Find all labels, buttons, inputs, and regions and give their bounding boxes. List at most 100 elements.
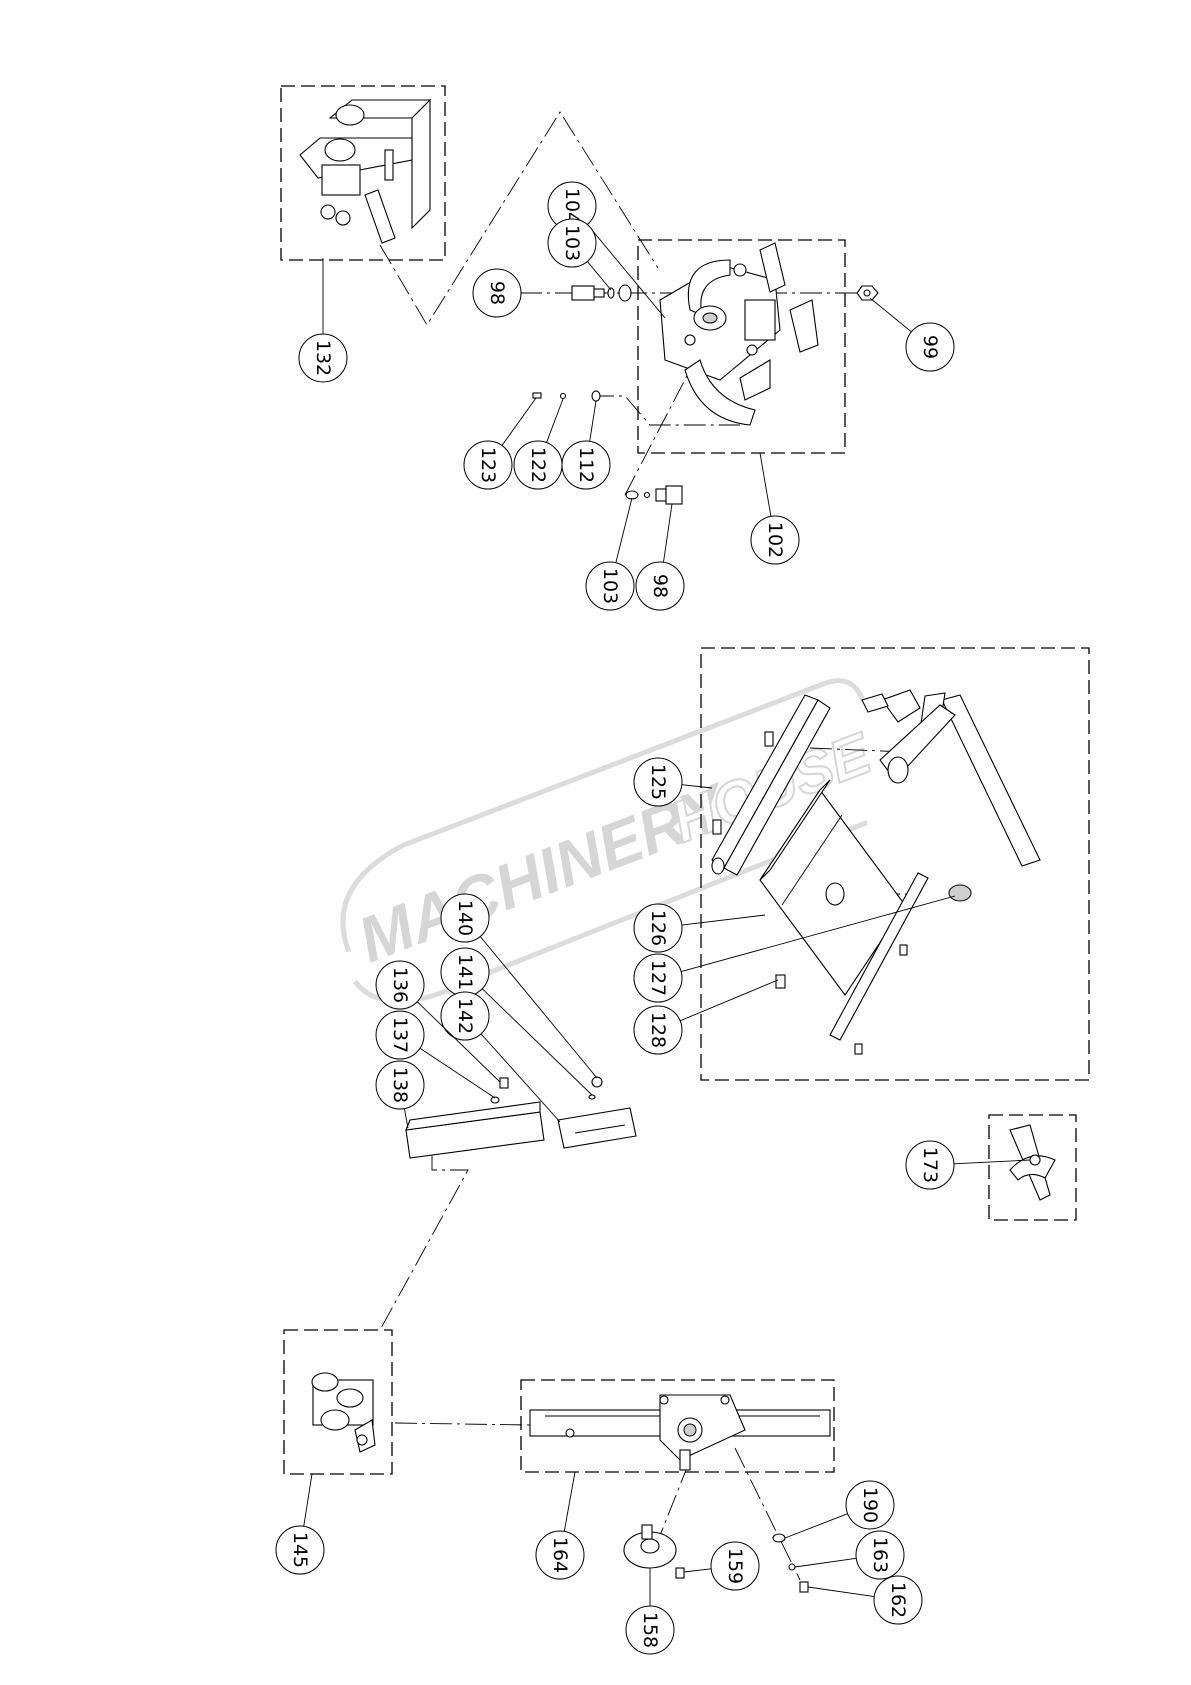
callout-number: 190 — [859, 1487, 881, 1523]
part-104-washer-top — [619, 285, 631, 301]
callout-number: 122 — [527, 447, 549, 483]
callout-163: 163 — [795, 1531, 904, 1579]
callout-99: 99 — [870, 298, 954, 371]
callout-173: 173 — [906, 1141, 1030, 1189]
part-138-channel — [406, 1102, 544, 1158]
callout-number: 163 — [869, 1537, 891, 1573]
callout-162: 162 — [808, 1576, 922, 1624]
part-136-screw — [500, 1078, 508, 1088]
leader-line — [682, 915, 765, 925]
callout-number: 136 — [389, 967, 411, 1003]
callout-103b: 103 — [586, 498, 634, 610]
leader-line — [663, 504, 672, 562]
leader-line — [564, 1472, 575, 1531]
part-190-washer — [773, 1534, 785, 1542]
leader-line — [760, 453, 771, 516]
leader-line — [795, 1558, 856, 1567]
part-103-washer-bottom — [626, 491, 638, 499]
leader-line — [616, 498, 632, 563]
part-102-pivot-assembly — [660, 243, 818, 425]
callout-number: 137 — [389, 1017, 411, 1053]
part-159-screw — [676, 1568, 684, 1578]
callout-138: 138 — [376, 1061, 424, 1128]
axis-138-145 — [380, 1153, 468, 1330]
leader-line — [587, 224, 665, 318]
callout-98a: 98 — [473, 269, 521, 317]
callout-number: 98 — [649, 574, 671, 598]
leader-line — [590, 401, 596, 441]
part-99-nut — [857, 286, 878, 300]
part-bolt-upper — [765, 732, 773, 746]
part-163-washer — [789, 1564, 795, 1570]
part-127-disc — [949, 885, 971, 901]
leader-line — [870, 298, 911, 332]
leader-line — [420, 1048, 495, 1098]
leader-line — [480, 937, 597, 1078]
callout-145: 145 — [276, 1474, 324, 1574]
part-extension-arm — [862, 690, 1040, 866]
callout-number: 103 — [561, 225, 583, 261]
part-103-spring-bottom — [645, 493, 650, 498]
part-142-clamp — [558, 1108, 636, 1148]
callout-number: 99 — [919, 335, 941, 359]
callout-102: 102 — [751, 453, 799, 564]
callout-number: 128 — [647, 1012, 669, 1048]
callout-number: 159 — [724, 1548, 746, 1584]
callout-number: 98 — [486, 281, 508, 305]
callout-number: 162 — [887, 1582, 909, 1618]
callout-number: 112 — [575, 447, 597, 483]
part-hole-disc — [826, 883, 844, 905]
part-173-indicator — [1010, 1125, 1055, 1200]
callout-number: 173 — [919, 1147, 941, 1183]
part-132-roller-bracket — [300, 100, 430, 243]
callout-number: 145 — [289, 1532, 311, 1568]
part-145-roller — [312, 1373, 375, 1452]
callout-number: 142 — [454, 998, 476, 1034]
callout-159: 159 — [684, 1542, 759, 1590]
part-bolt-mid — [713, 820, 721, 834]
callout-112: 112 — [562, 401, 610, 489]
leader-line — [404, 1109, 408, 1128]
callout-number: 140 — [454, 900, 476, 936]
part-98-bolt-bottom — [656, 486, 682, 504]
axis-103b-line — [625, 370, 690, 495]
callout-number: 127 — [647, 960, 669, 996]
part-140-knob — [592, 1077, 602, 1087]
part-123-screw — [533, 393, 541, 398]
part-112-washer — [592, 391, 600, 401]
callout-number: 164 — [549, 1537, 571, 1573]
callout-164: 164 — [536, 1472, 584, 1579]
part-128-bolt — [776, 975, 785, 988]
leader-line — [680, 980, 778, 1021]
part-141-washer — [589, 1095, 595, 1099]
callout-number: 138 — [389, 1067, 411, 1103]
callout-number: 123 — [477, 447, 499, 483]
part-bolt-bottom — [855, 1044, 862, 1054]
callout-number: 132 — [312, 340, 334, 376]
callout-132: 132 — [299, 258, 347, 382]
callout-number: 141 — [454, 954, 476, 990]
callout-122: 122 — [514, 399, 563, 489]
callout-190: 190 — [785, 1481, 894, 1538]
part-98-bolt-top — [572, 286, 604, 300]
part-bolt-lower-right — [900, 945, 907, 955]
leader-line — [684, 1569, 711, 1572]
callout-number: 125 — [647, 764, 669, 800]
part-158-handwheel — [624, 1525, 676, 1568]
leader-line — [808, 1587, 874, 1597]
callout-number: 126 — [647, 910, 669, 946]
leader-line — [502, 398, 536, 445]
callout-126: 126 — [634, 904, 765, 952]
callout-103a: 103 — [548, 219, 611, 290]
callout-98b: 98 — [636, 504, 684, 610]
callout-number: 102 — [764, 522, 786, 558]
part-162-screw — [800, 1582, 808, 1592]
axis-145-164 — [395, 1423, 530, 1425]
leader-line — [482, 989, 592, 1095]
leader-line — [785, 1514, 848, 1538]
leader-line — [304, 1474, 312, 1526]
callout-number: 158 — [639, 1612, 661, 1648]
leader-line — [547, 399, 563, 443]
part-122-washer — [561, 394, 566, 399]
